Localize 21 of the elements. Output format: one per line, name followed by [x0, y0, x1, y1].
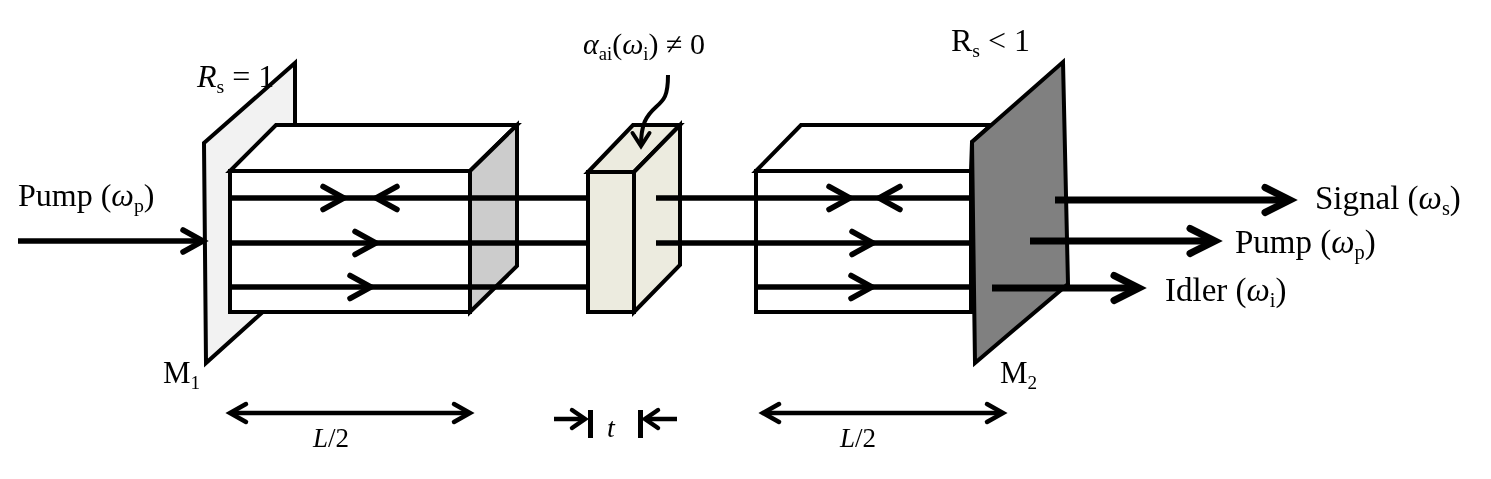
beam-label: Pump (ω$_{p}$): [18, 176, 155, 217]
dimension-label: L/2: [313, 421, 350, 455]
beam-arrow: [992, 272, 1147, 304]
beam-arrow: [18, 227, 209, 255]
beam-label: Signal (ω$_{s}$): [1315, 177, 1461, 220]
beam-line: [517, 195, 588, 201]
leader-arrow: [630, 74, 670, 150]
beam-line: [656, 240, 756, 246]
dimension-label: t: [607, 410, 615, 445]
reflectivity-label: R$_{s}$ < 1: [951, 21, 1031, 62]
beam-line: [517, 240, 588, 246]
dimension-label: L/2: [840, 421, 877, 455]
beam-line: [517, 284, 588, 290]
beam-line: [656, 195, 756, 201]
beam-label: Idler (ω$_{i}$): [1165, 269, 1287, 312]
absorption-label: α$_{ai}$(ω$_{i}$) ≠ 0: [583, 23, 705, 63]
beam-arrow: [1030, 225, 1223, 257]
beam-arrow: [1055, 184, 1298, 216]
beam-label: Pump (ω$_{p}$): [1235, 221, 1376, 264]
mirror-label: M$_{1}$: [163, 354, 201, 394]
mirror-label: M$_{2}$: [1000, 354, 1038, 394]
